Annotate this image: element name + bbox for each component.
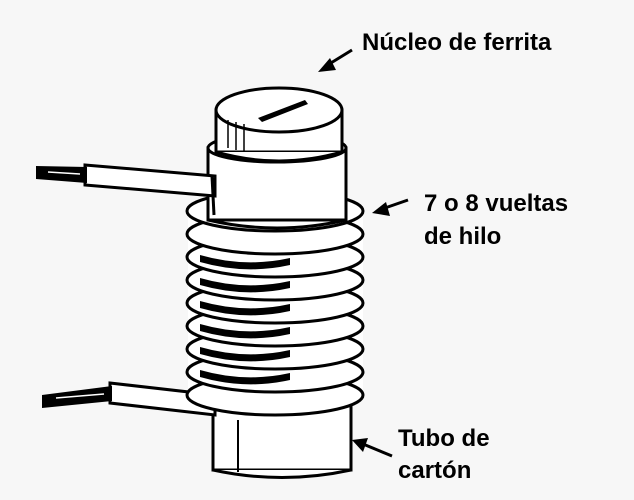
ferrite-core-label: Núcleo de ferrita [362, 29, 552, 56]
turns-label-line-2: de hilo [424, 223, 502, 250]
upper-lead-wire [36, 163, 217, 216]
arrow-turns [372, 198, 409, 216]
arrow-ferrite-core [318, 48, 353, 72]
ferrite-core [214, 86, 344, 163]
wire-winding [185, 189, 365, 417]
lower-lead-wire [42, 381, 217, 417]
arrow-tube [352, 438, 393, 458]
tube-label-line-2: cartón [398, 457, 472, 484]
turns-label-line-1: 7 o 8 vueltas [424, 190, 569, 217]
tube-label-line-1: Tubo de [398, 425, 490, 452]
